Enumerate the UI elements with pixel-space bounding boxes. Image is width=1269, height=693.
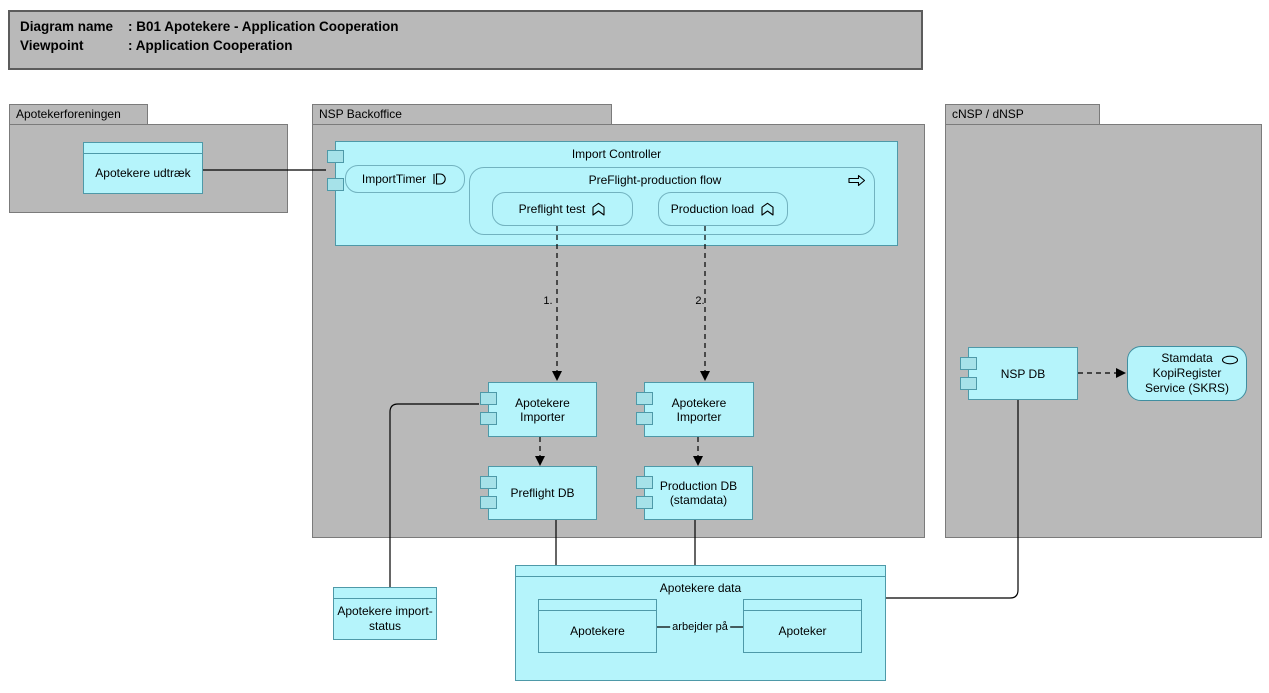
component-port: [327, 150, 344, 163]
component-port: [480, 412, 497, 425]
node-label: Apotekere udtræk: [95, 166, 191, 180]
node-preflight-db: Preflight DB: [480, 466, 597, 520]
node-apotekere-udtraek: Apotekere udtræk: [83, 142, 203, 194]
event-icon: [433, 173, 446, 185]
data-object-strip: [516, 566, 885, 577]
node-label: Apotekere import-status: [337, 604, 433, 633]
process-icon: [848, 174, 866, 187]
group-tab-nsp-backoffice: NSP Backoffice: [312, 104, 612, 125]
node-label: Apotekere Importer: [515, 395, 570, 424]
diagram-name-label: Diagram name: [20, 19, 114, 34]
node-label: Preflight DB: [510, 486, 575, 500]
node-label: Preflight test: [518, 202, 586, 216]
function-icon: [761, 202, 774, 216]
viewpoint-label: Viewpoint: [20, 38, 84, 53]
component-port: [480, 476, 497, 489]
data-object-strip: [539, 600, 656, 611]
component-port: [480, 392, 497, 405]
node-label: Import Controller: [571, 147, 662, 161]
association-label: arbejder på: [670, 621, 730, 633]
node-label: ImportTimer: [361, 172, 427, 186]
node-label: Production load: [670, 202, 755, 216]
node-label: NSP DB: [1000, 366, 1046, 381]
node-label: Stamdata KopiRegister Service (SKRS): [1144, 351, 1230, 395]
data-object-strip: [84, 143, 202, 154]
service-icon: [1221, 355, 1239, 365]
node-label: PreFlight-production flow: [588, 173, 722, 187]
node-apotekere-importer-1: Apotekere Importer: [480, 382, 597, 437]
function-icon: [592, 202, 605, 216]
component-port: [960, 377, 977, 390]
node-apotekere-import-status: Apotekere import-status: [333, 587, 437, 640]
flow-1-label: 1.: [543, 295, 553, 307]
node-label: Apoteker: [778, 624, 827, 638]
node-production-db: Production DB (stamdata): [636, 466, 753, 520]
data-object-strip: [744, 600, 861, 611]
diagram-name-row: Diagram name : B01 Apotekere - Applicati…: [20, 17, 921, 36]
group-tab-cnsp-dnsp: cNSP / dNSP: [945, 104, 1100, 125]
node-skrs: Stamdata KopiRegister Service (SKRS): [1127, 346, 1247, 401]
node-import-timer: ImportTimer: [345, 165, 465, 193]
node-label: Apotekere: [570, 624, 625, 638]
component-port: [960, 357, 977, 370]
component-port: [636, 496, 653, 509]
diagram-name-value: : B01 Apotekere - Application Cooperatio…: [128, 19, 399, 34]
data-object-strip: [334, 588, 436, 599]
node-production-load: Production load: [658, 192, 788, 226]
node-label: Apotekere data: [659, 581, 742, 595]
component-port: [636, 412, 653, 425]
node-apotekere: Apotekere: [538, 599, 657, 653]
node-nsp-db: NSP DB: [960, 347, 1078, 400]
component-port: [327, 178, 344, 191]
component-port: [480, 496, 497, 509]
component-port: [636, 476, 653, 489]
node-apoteker: Apoteker: [743, 599, 862, 653]
diagram-title-block: Diagram name : B01 Apotekere - Applicati…: [8, 10, 923, 70]
group-body-cnsp-dnsp: [945, 124, 1262, 538]
group-tab-apotekerforeningen: Apotekerforeningen: [9, 104, 148, 125]
viewpoint-row: Viewpoint : Application Cooperation: [20, 36, 921, 55]
flow-2-label: 2.: [695, 295, 705, 307]
node-label: Apotekere Importer: [671, 395, 727, 424]
node-label: Production DB (stamdata): [659, 479, 738, 507]
component-port: [636, 392, 653, 405]
node-preflight-test: Preflight test: [492, 192, 633, 226]
node-apotekere-importer-2: Apotekere Importer: [636, 382, 754, 437]
viewpoint-value: : Application Cooperation: [128, 38, 293, 53]
